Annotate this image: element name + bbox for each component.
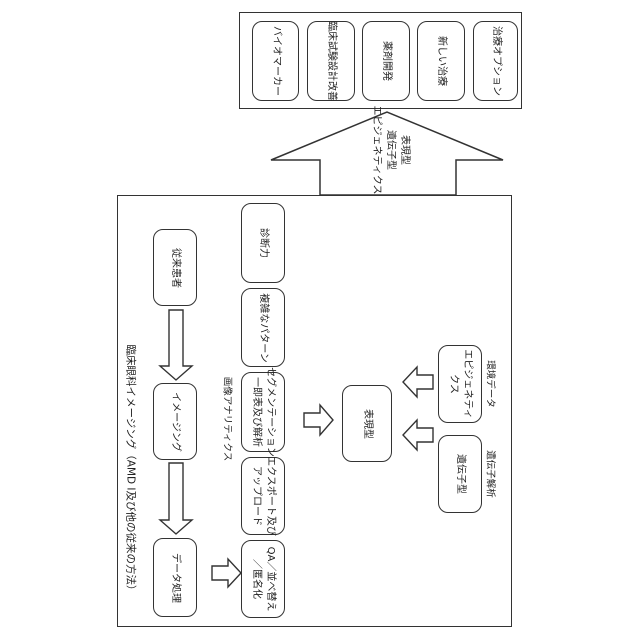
box-diagnostic-power-label: 診断力: [256, 228, 270, 258]
box-segmentation: セグメンテーション 一即表及び解析: [241, 372, 285, 452]
right-arrow-qa: [212, 559, 241, 587]
main-panel-title: 臨床眼科イメージング（AMD I及び他の従来の方法）: [124, 344, 137, 595]
box-phenotype-label: 表現型: [360, 409, 374, 439]
big-arrow-line-phenotype: 表現型: [397, 105, 411, 194]
big-arrow-line-genotype: 遺伝子型: [383, 105, 397, 194]
down-arrow-1: [160, 310, 192, 380]
down-arrow-2: [160, 463, 192, 534]
box-epigenetics-label: エピジェネティ クス: [446, 349, 474, 418]
box-imaging-label: イメージング: [168, 392, 182, 452]
box-segmentation-label: セグメンテーション 一即表及び解析: [249, 367, 277, 457]
caption-environment-data: 環境データ: [484, 360, 497, 408]
image-analytics-heading: 画像アナリティクス: [221, 377, 234, 461]
box-qa-anonymize-label: QA／並べ替え ／匿名化: [249, 547, 277, 612]
box-imaging: イメージング: [153, 383, 197, 460]
box-epigenetics: エピジェネティ クス: [438, 345, 482, 423]
big-arrow-text: 表現型 遺伝子型 エピジェネティクス: [369, 105, 411, 194]
left-arrow-epigenetics: [403, 367, 433, 397]
right-arrow-phenotype: [304, 405, 333, 435]
box-genotype-label: 遺伝子型: [453, 454, 467, 494]
box-export-upload: エクスポート及び アップロード: [241, 457, 285, 535]
big-arrow-line-epigenetics: エピジェネティクス: [369, 105, 383, 194]
box-genotype: 遺伝子型: [438, 435, 482, 513]
box-complex-patterns: 複雑なパターン: [241, 288, 285, 367]
box-diagnostic-power: 診断力: [241, 203, 285, 283]
box-complex-patterns-label: 複雑なパターン: [256, 293, 270, 363]
caption-genetic-analysis: 遺伝子解析: [484, 450, 497, 498]
box-export-upload-label: エクスポート及び アップロード: [249, 456, 277, 536]
left-arrow-genotype: [403, 420, 433, 450]
box-conventional-patient-label: 従来患者: [168, 248, 182, 288]
box-conventional-patient: 従来患者: [153, 229, 197, 306]
box-data-processing: データ処理: [153, 538, 197, 617]
box-phenotype: 表現型: [342, 385, 392, 462]
box-data-processing-label: データ処理: [168, 553, 182, 603]
box-qa-anonymize: QA／並べ替え ／匿名化: [241, 540, 285, 618]
